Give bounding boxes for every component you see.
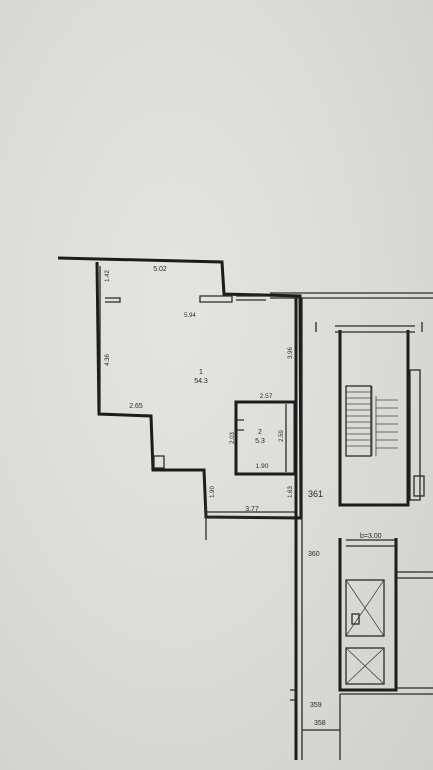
bathroom-door: [236, 419, 244, 431]
stair-width-note: b=3.00: [360, 533, 382, 540]
room-2-number: 2: [258, 429, 262, 436]
dim-top-width: 5.02: [153, 266, 167, 273]
window-top-right: [199, 295, 233, 303]
stair-landing: [345, 385, 372, 457]
dimension-labels: 5.02 1.42 4.36 5.94 2.65 3.96 2.57 1.90 …: [105, 266, 294, 513]
dim-inner-width: 5.94: [184, 313, 196, 319]
apartment-walls: [57, 256, 303, 540]
dim-ledge-width: 2.65: [129, 403, 143, 410]
room-1-number: 1: [199, 369, 203, 376]
column-marks: [315, 322, 423, 332]
lift-core-outline: [338, 538, 398, 692]
window-balcony: [236, 295, 266, 301]
dim-bath-top: 2.57: [260, 393, 273, 400]
dim-bottom-width: 3.77: [245, 506, 259, 513]
dim-bath-left: 2.03: [230, 432, 236, 444]
small-wall-stub: [105, 297, 121, 303]
lift-core-top: [346, 539, 396, 547]
corridor-line: [206, 511, 297, 518]
outer-wall: [57, 256, 303, 520]
stair-bottom-block: [413, 475, 425, 497]
axis-360: 360: [308, 551, 320, 558]
axis-labels: 361 360 359 358 b=3.00: [308, 489, 382, 727]
room-1-area: 54.3: [194, 378, 208, 385]
room-labels: 1 54.3 2 5.3: [194, 369, 265, 445]
stair-right-block: [409, 369, 421, 501]
stairwell-top: [335, 325, 415, 333]
axis-358: 358: [314, 720, 326, 727]
dim-left-upper: 1.42: [105, 270, 111, 282]
axis-359: 359: [310, 702, 322, 709]
axis-361: 361: [308, 489, 323, 499]
dim-lower-right: 1.63: [288, 486, 294, 498]
column-block: [153, 455, 165, 469]
lift-landing-line: [396, 571, 433, 579]
stairwell-outline: [338, 330, 410, 507]
building-structure: [270, 292, 433, 760]
stair-treads: [346, 386, 398, 456]
lift-shaft-2: [345, 647, 385, 685]
dim-bath-right: 2.59: [279, 430, 285, 442]
dim-left-height: 4.36: [105, 354, 111, 366]
lift-bottom-line: [340, 687, 433, 695]
lower-corridor: [302, 694, 341, 760]
dim-lower-left: 1.90: [210, 486, 216, 498]
lift-shaft-1: [345, 579, 385, 637]
lower-stub: [290, 689, 297, 701]
room-2-area: 5.3: [255, 438, 265, 445]
dim-right-height: 3.96: [288, 347, 294, 359]
dim-bath-bottom: 1.90: [256, 463, 269, 470]
